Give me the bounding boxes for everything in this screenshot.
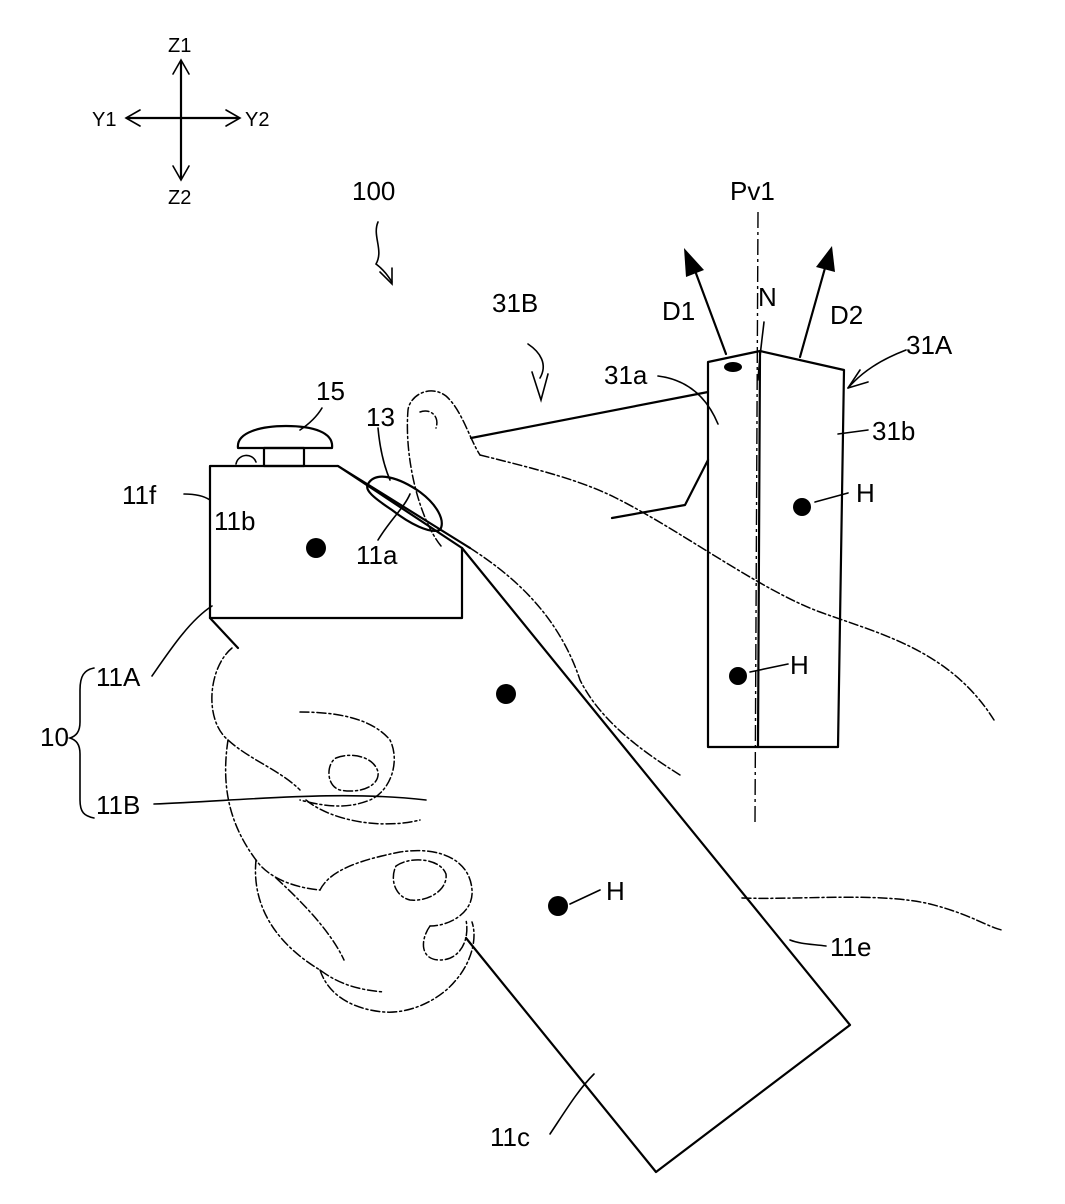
axis-y2-label: Y2 [245,109,269,131]
label-11c: 11c [490,1122,530,1152]
axis-z2-label: Z2 [168,187,191,209]
label-31a-upper: 31A [906,330,953,360]
label-11a: 11a [356,540,398,570]
first-controller [208,424,852,1174]
label-pv1: Pv1 [730,176,775,206]
axis-y1-label: Y1 [92,109,116,131]
label-h-lower: H [606,876,625,906]
label-h-middle: H [790,650,809,680]
assembly-reference: 100 [352,176,395,286]
label-n: N [758,282,777,312]
label-31a-lower: 31a [604,360,648,390]
label-h-right: H [856,478,875,508]
label-11b: 11b [214,506,255,536]
direction-arrows [684,246,835,359]
label-d2: D2 [830,300,863,330]
label-11B: 11B [96,790,140,820]
label-15: 15 [316,376,345,406]
label-13: 13 [366,402,395,432]
label-11A: 11A [96,662,141,692]
label-10: 10 [40,722,69,752]
second-controller [469,211,849,823]
label-11f: 11f [122,480,157,510]
leader-lines [67,321,907,1135]
label-100: 100 [352,176,395,206]
axis-z1-label: Z1 [168,35,191,57]
label-31b-upper: 31B [492,288,538,318]
labels: Pv1 D1 D2 N 31B 31A 31a 31b H H H 15 13 … [40,176,953,1152]
label-11e: 11e [830,932,871,962]
label-d1: D1 [662,296,695,326]
hand-outline [211,390,1003,1013]
label-31b-lower: 31b [872,416,915,446]
coordinate-axes: Z1 Z2 Y1 Y2 [92,35,269,209]
